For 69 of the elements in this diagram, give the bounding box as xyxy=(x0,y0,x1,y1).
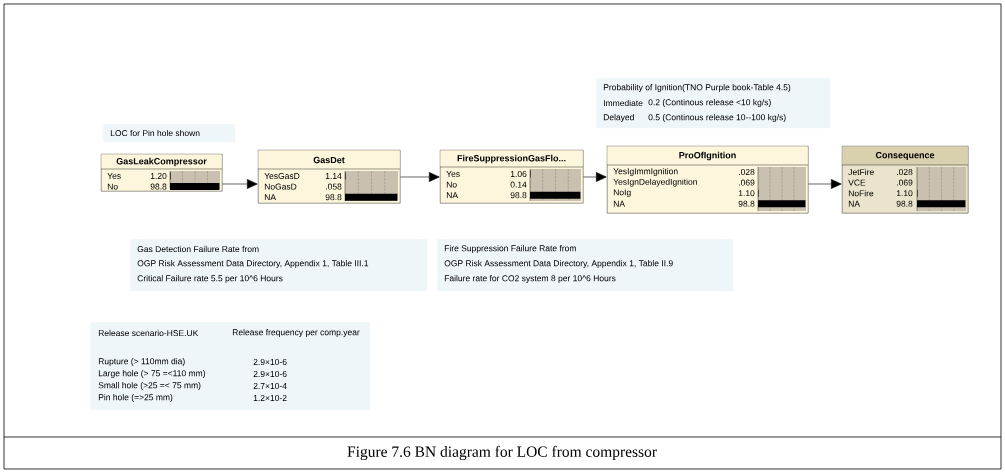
arrow xyxy=(400,172,440,182)
note-text: 2.7×10-4 xyxy=(253,383,287,389)
node-title: FireSuppressionGasFlo... xyxy=(457,154,566,164)
state-label: YesIgnDelayedIgnition xyxy=(613,178,697,187)
note-text: Large hole (> 75 =<110 mm) xyxy=(98,370,205,378)
state-label: No xyxy=(107,183,118,190)
note-text: Immediate xyxy=(604,99,643,107)
state-value: .028 xyxy=(897,169,913,175)
node-title: ProOfIgnition xyxy=(679,151,736,161)
state-value: 98.8 xyxy=(510,192,527,199)
state-label: No xyxy=(446,181,457,188)
state-value: 1.06 xyxy=(510,171,527,177)
node-title: GasDet xyxy=(313,156,345,164)
note-text: Fire Suppression Failure Rate from xyxy=(444,245,576,253)
note-text: Release frequency per comp.year xyxy=(232,329,360,337)
state-label: NA xyxy=(613,200,625,207)
state-value: 98.8 xyxy=(150,183,167,190)
note-text: 2.9×10-6 xyxy=(253,359,287,365)
state-label: NA xyxy=(264,194,276,201)
note-text: Critical Failure rate 5.5 per 10^6 Hours xyxy=(137,275,283,283)
note-text: Pin hole (=>25 mm) xyxy=(98,394,173,402)
network-node xyxy=(257,150,401,204)
state-label: YesIgImmIgnition xyxy=(613,168,678,176)
network-node xyxy=(100,154,223,192)
node-title: Consequence xyxy=(875,151,935,161)
note-text: 0.5 (Continous release 10--100 kg/s) xyxy=(648,114,786,122)
network-node xyxy=(841,146,969,214)
node-title: GasLeakCompressor xyxy=(116,157,207,167)
note-text: OGP Risk Assessment Data Directory, Appendix 1, Table II.9 xyxy=(444,260,673,268)
state-label: JetFire xyxy=(848,168,874,176)
note-text: Release scenario-HSE.UK xyxy=(98,329,199,337)
note-text: Probability of Ignition(TNO Purple book-Table 4.5) xyxy=(603,84,791,92)
note-text: 1.2×10-2 xyxy=(253,395,287,401)
note-text: LOC for Pin hole shown xyxy=(110,129,200,137)
state-label: Yes xyxy=(446,171,460,177)
note-text: OGP Risk Assessment Data Directory, Appendix 1, Table III.1 xyxy=(137,260,369,268)
state-value: 1.14 xyxy=(325,173,342,179)
state-label: NoIg xyxy=(613,189,631,197)
note-text: Gas Detection Failure Rate from xyxy=(137,245,259,253)
note-text: Small hole (>25 =< 75 mm) xyxy=(98,382,201,390)
state-label: VCE xyxy=(848,179,866,186)
state-value: .058 xyxy=(326,183,342,190)
state-label: NA xyxy=(848,200,860,207)
state-label: YesGasD xyxy=(264,173,300,179)
state-value: 1.10 xyxy=(896,190,913,197)
state-value: 1.20 xyxy=(150,173,167,179)
state-value: 98.8 xyxy=(896,200,913,207)
state-label: Yes xyxy=(107,173,121,179)
arrow xyxy=(583,172,607,182)
note-text: 2.9×10-6 xyxy=(253,371,287,377)
arrow xyxy=(222,179,258,189)
state-value: .069 xyxy=(897,179,913,186)
note-text: Rupture (> 110mm dia) xyxy=(98,358,185,366)
state-value: 0.14 xyxy=(510,181,527,188)
state-value: 98.8 xyxy=(325,194,342,201)
state-label: NoFire xyxy=(848,190,874,197)
note-text: Failure rate for CO2 system 8 per 10^6 Hours xyxy=(444,275,616,283)
state-value: 98.8 xyxy=(738,200,755,207)
network-node xyxy=(439,150,584,204)
state-value: 1.10 xyxy=(738,190,755,197)
state-value: .028 xyxy=(739,169,755,175)
figure-caption: Figure 7.6 BN diagram for LOC from compressor xyxy=(347,445,657,461)
network-node xyxy=(606,146,809,214)
state-label: NoGasD xyxy=(264,183,297,190)
arrow xyxy=(808,179,842,189)
note-text: 0.2 (Continous release <10 kg/s) xyxy=(648,99,771,107)
note-text: Delayed xyxy=(603,114,634,122)
state-value: .069 xyxy=(739,179,755,186)
state-label: NA xyxy=(446,192,458,199)
